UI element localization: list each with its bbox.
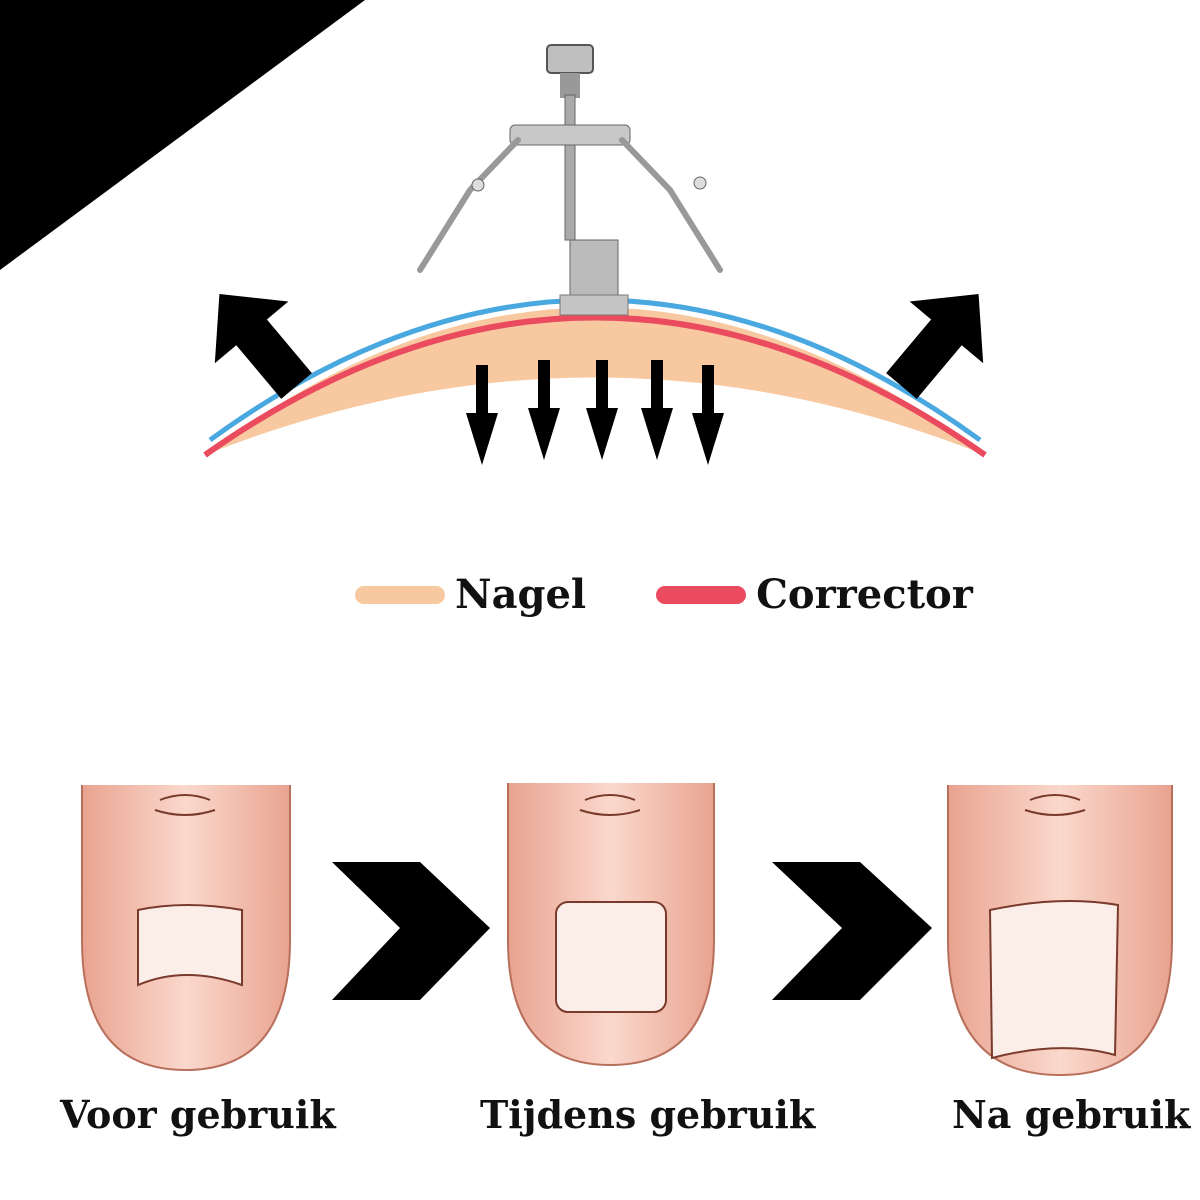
toe-after-icon — [947, 785, 1173, 1077]
corrector-tool-icon — [417, 44, 723, 316]
stage-label-before: Voor gebruik — [60, 1092, 336, 1137]
legend: Nagel Corrector — [355, 575, 1043, 615]
outward-arrow-right-icon — [886, 294, 984, 399]
outward-arrow-left-icon — [214, 294, 312, 399]
toe-during-icon — [507, 783, 715, 1067]
stage-label-during: Tijdens gebruik — [480, 1092, 816, 1137]
legend-label-nagel: Nagel — [455, 571, 587, 618]
legend-label-corrector: Corrector — [756, 571, 973, 618]
toe-before-icon — [81, 785, 291, 1072]
down-arrows-icon — [466, 360, 724, 465]
legend-swatch-nagel — [355, 586, 445, 604]
legend-swatch-corrector — [656, 586, 747, 604]
corner-triangle-decoration — [0, 0, 365, 270]
stage-label-after: Na gebruik — [952, 1092, 1191, 1137]
chevron-arrow-2-icon — [772, 862, 932, 1000]
chevron-arrow-1-icon — [332, 862, 490, 1000]
